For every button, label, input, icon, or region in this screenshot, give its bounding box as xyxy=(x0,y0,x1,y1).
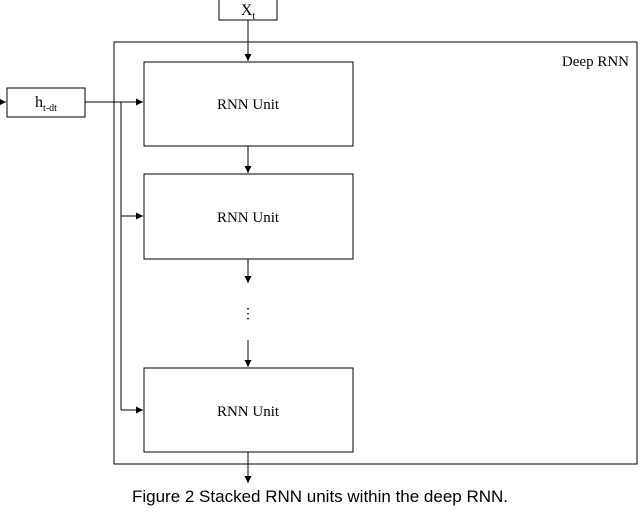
deep-rnn-container xyxy=(113,41,638,465)
rnn-unit-label-1: RNN Unit xyxy=(217,97,280,113)
figure-caption: Figure 2 Stacked RNN units within the de… xyxy=(131,487,509,506)
input-h-box xyxy=(6,87,86,118)
rnn-unit-box-3 xyxy=(143,367,354,453)
input-x-label: Xt xyxy=(241,2,256,22)
rnn-unit-label-2: RNN Unit xyxy=(217,210,280,226)
rnn-unit-label-3: RNN Unit xyxy=(217,404,280,420)
rnn-unit-box-1 xyxy=(143,61,354,147)
container-label: Deep RNN xyxy=(562,54,629,70)
ellipsis-marker: ⋮ xyxy=(241,307,255,322)
rnn-unit-box-2 xyxy=(143,173,354,260)
input-h-label: ht-dt xyxy=(35,94,57,114)
